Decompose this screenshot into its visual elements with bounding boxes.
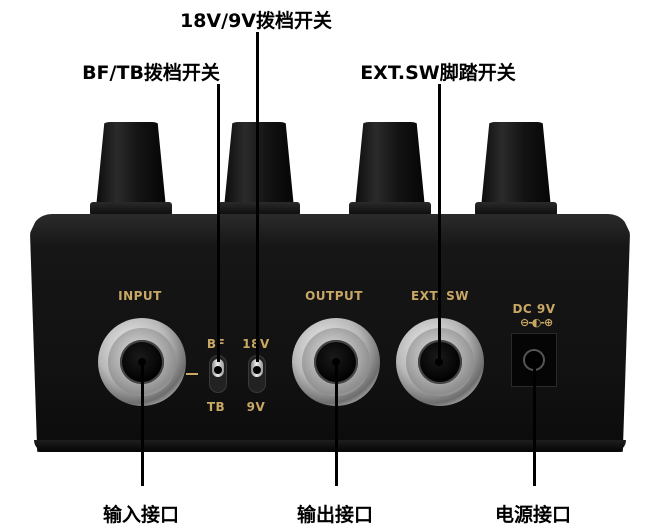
label-input: INPUT <box>118 289 162 303</box>
line-ext-sw <box>438 84 441 362</box>
knob-base <box>90 202 172 216</box>
line-bf-tb <box>217 84 220 362</box>
knob-cap <box>96 122 166 208</box>
callout-bf-tb: BF/TB拨档开关 <box>82 62 220 84</box>
knob-3[interactable] <box>349 122 431 218</box>
label-18v: 18V <box>240 337 272 351</box>
dash-mark <box>186 373 198 375</box>
callout-power: 电源接口 <box>494 504 571 526</box>
dot-18v-9v <box>253 366 261 374</box>
knob-cap <box>355 122 425 208</box>
line-18v-9v <box>256 32 259 362</box>
label-bf: BF <box>206 337 226 351</box>
line-input <box>141 362 144 486</box>
dot-bf-tb <box>214 366 222 374</box>
dot-power <box>530 356 538 364</box>
knob-1[interactable] <box>90 122 172 218</box>
knob-cap <box>481 122 551 208</box>
knob-base <box>218 202 300 216</box>
callout-ext-sw: EXT.SW脚踏开关 <box>360 62 516 84</box>
label-tb: TB <box>206 400 226 414</box>
label-9v: 9V <box>246 400 266 414</box>
callout-input: 输入接口 <box>102 504 179 526</box>
line-output <box>335 362 338 486</box>
dot-input <box>138 358 146 366</box>
line-power <box>533 362 536 486</box>
knob-4[interactable] <box>475 122 557 218</box>
knob-2[interactable] <box>218 122 300 218</box>
knob-base <box>349 202 431 216</box>
label-dc: DC 9V <box>512 302 556 316</box>
knob-cap <box>224 122 294 208</box>
pedal-bottom-edge <box>34 440 626 452</box>
dot-ext-sw <box>435 358 443 366</box>
label-output: OUTPUT <box>305 289 363 303</box>
dot-output <box>332 358 340 366</box>
knob-base <box>475 202 557 216</box>
polarity-icon: ⊖-◐-⊕ <box>520 316 553 329</box>
callout-output: 输出接口 <box>296 504 373 526</box>
callout-18v-9v: 18V/9V拨档开关 <box>179 10 332 32</box>
